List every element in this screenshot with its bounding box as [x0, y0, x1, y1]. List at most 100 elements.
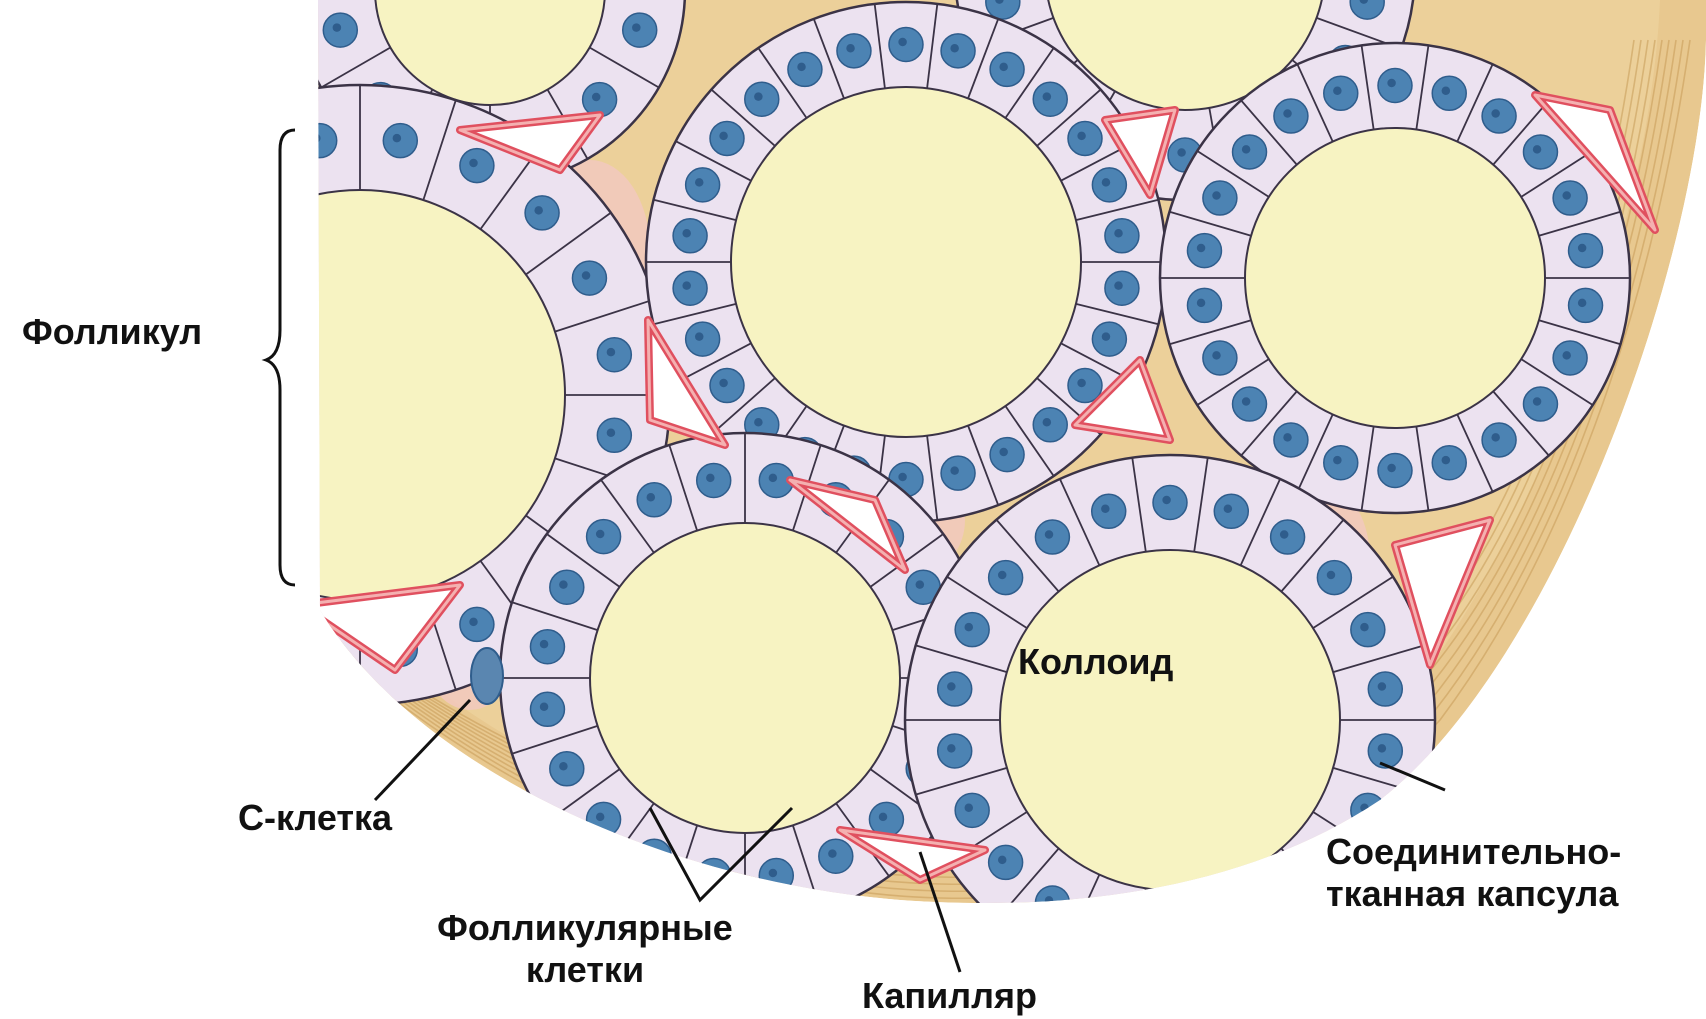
nucleus	[1324, 76, 1358, 110]
nucleolus	[1578, 244, 1587, 253]
nucleus	[710, 121, 744, 155]
nucleolus	[1043, 418, 1052, 427]
nucleolus	[647, 493, 656, 502]
capsule-label: Соединительно- тканная капсула	[1326, 831, 1621, 915]
nucleus	[572, 261, 606, 295]
colloid-label: Коллоид	[1018, 641, 1173, 683]
nucleolus	[950, 466, 959, 475]
nucleolus	[1387, 464, 1396, 473]
nucleolus	[592, 93, 601, 102]
nucleolus	[596, 530, 605, 539]
nucleus	[89, 418, 123, 452]
nucleus	[710, 369, 744, 403]
nucleolus	[965, 804, 974, 813]
nucleolus	[1442, 86, 1451, 95]
nucleus	[673, 219, 707, 253]
nucleus	[1432, 446, 1466, 480]
nucleus	[1203, 181, 1237, 215]
nucleus	[1432, 76, 1466, 110]
nucleus	[226, 149, 260, 183]
nucleolus	[534, 206, 543, 215]
capsule-label-line2: тканная капсула	[1326, 873, 1621, 915]
nucleolus	[1491, 109, 1500, 118]
nucleolus	[170, 570, 179, 579]
nucleus	[637, 483, 671, 517]
colloid	[155, 190, 565, 600]
nucleus	[530, 630, 564, 664]
nucleolus	[1562, 351, 1571, 360]
nucleus	[1203, 341, 1237, 375]
nucleus	[1233, 135, 1267, 169]
nucleolus	[998, 856, 1007, 865]
nucleolus	[1045, 896, 1054, 905]
nucleus	[1153, 486, 1187, 520]
nucleus	[550, 570, 584, 604]
nucleus	[161, 560, 195, 594]
nucleolus	[1387, 79, 1396, 88]
nucleolus	[1283, 109, 1292, 118]
follicle-brace-icon	[266, 130, 295, 585]
nucleolus	[1378, 744, 1387, 753]
nucleolus	[1283, 433, 1292, 442]
nucleus	[1378, 454, 1412, 488]
nucleolus	[1102, 178, 1111, 187]
colloid	[590, 523, 900, 833]
nucleolus	[719, 132, 728, 141]
capsule-label-line1: Соединительно-	[1326, 831, 1621, 873]
c-cell-label: С-клетка	[238, 797, 392, 839]
nucleolus	[682, 281, 691, 290]
nucleolus	[98, 428, 107, 437]
nucleus	[1271, 520, 1305, 554]
nucleolus	[879, 813, 888, 822]
nucleus	[550, 752, 584, 786]
capillary-label: Капилляр	[862, 975, 1037, 1017]
nucleus	[525, 196, 559, 230]
nucleolus	[312, 643, 321, 652]
nucleolus	[1578, 299, 1587, 308]
nucleolus	[469, 618, 478, 627]
nucleus	[1092, 912, 1126, 946]
nucleus	[788, 52, 822, 86]
nucleolus	[797, 63, 806, 72]
nucleolus	[998, 571, 1007, 580]
nucleolus	[999, 448, 1008, 457]
cell-border	[178, 144, 240, 229]
cell-border	[1194, 888, 1208, 982]
nucleus	[637, 839, 671, 873]
nucleolus	[1197, 244, 1206, 253]
follicular-cells-label: Фолликулярные клетки	[405, 907, 765, 991]
nucleus	[1092, 322, 1126, 356]
nucleolus	[1114, 229, 1123, 238]
nucleolus	[647, 849, 656, 858]
nucleus	[1569, 288, 1603, 322]
nucleolus	[695, 178, 704, 187]
nucleolus	[947, 744, 956, 753]
nucleus	[1274, 99, 1308, 133]
nucleolus	[235, 159, 244, 168]
nucleolus	[846, 44, 855, 53]
nucleolus	[596, 813, 605, 822]
nucleus	[1378, 69, 1412, 103]
cell-border	[178, 561, 240, 646]
nucleolus	[540, 640, 549, 649]
nucleus	[226, 607, 260, 641]
colloid	[731, 87, 1081, 437]
nucleus	[1035, 886, 1069, 920]
nucleus	[597, 338, 631, 372]
nucleolus	[1162, 931, 1171, 940]
nucleolus	[170, 206, 179, 215]
nucleolus	[1224, 922, 1233, 931]
nucleolus	[1162, 496, 1171, 505]
nucleus	[1271, 886, 1305, 920]
nucleus	[530, 692, 564, 726]
nucleus	[1523, 135, 1557, 169]
nucleus	[686, 322, 720, 356]
nucleus	[1187, 234, 1221, 268]
nucleolus	[706, 474, 715, 483]
nucleolus	[1360, 804, 1369, 813]
nucleolus	[1212, 191, 1221, 200]
cell-border	[109, 213, 194, 275]
nucleus	[1351, 793, 1385, 827]
nucleus	[673, 271, 707, 305]
